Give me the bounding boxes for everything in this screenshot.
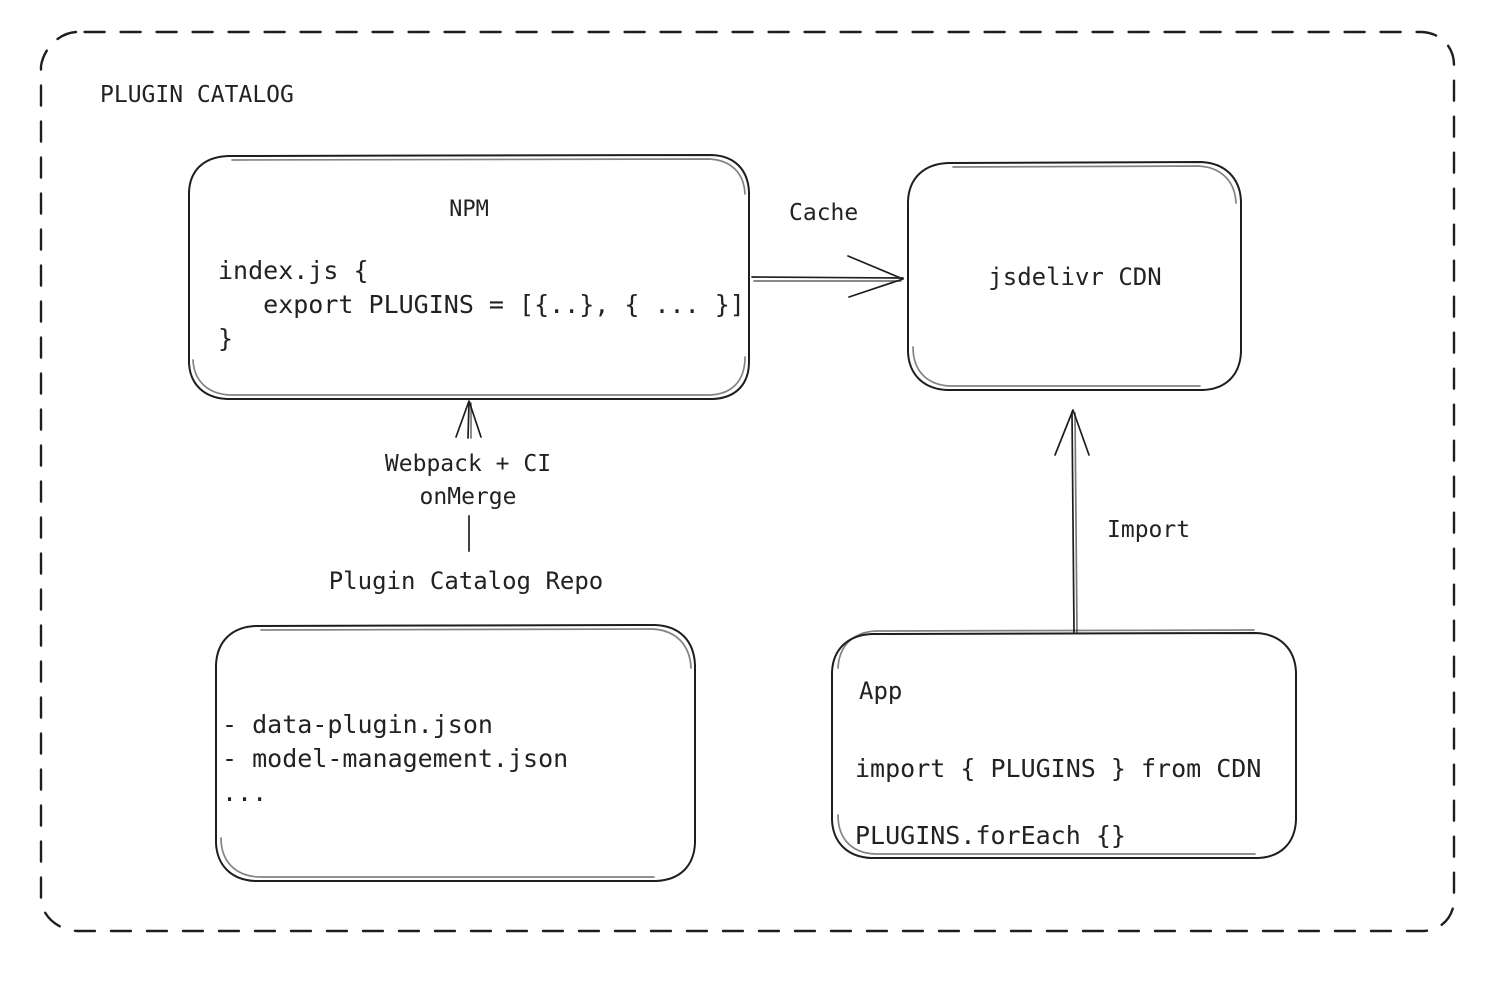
- npm-node-title: NPM: [449, 197, 489, 222]
- repo-node-label: Plugin Catalog Repo: [328, 567, 604, 595]
- repo-file-list: - data-plugin.json - model-management.js…: [222, 710, 569, 807]
- app-node-title: App: [859, 677, 903, 705]
- npm-code-block: index.js { export PLUGINS = [{..}, { ...…: [218, 256, 745, 353]
- frame-title: PLUGIN CATALOG: [100, 82, 294, 108]
- import-edge-label: Import: [1107, 517, 1191, 543]
- build-edge-label: Webpack + CI onMerge: [384, 451, 552, 510]
- cache-arrow: [751, 255, 904, 298]
- app-code-block: import { PLUGINS } from CDN PLUGINS.forE…: [855, 754, 1262, 850]
- import-arrow: [1054, 409, 1090, 633]
- cdn-node-title: jsdelivr CDN: [988, 263, 1162, 291]
- cache-edge-label: Cache: [789, 200, 859, 226]
